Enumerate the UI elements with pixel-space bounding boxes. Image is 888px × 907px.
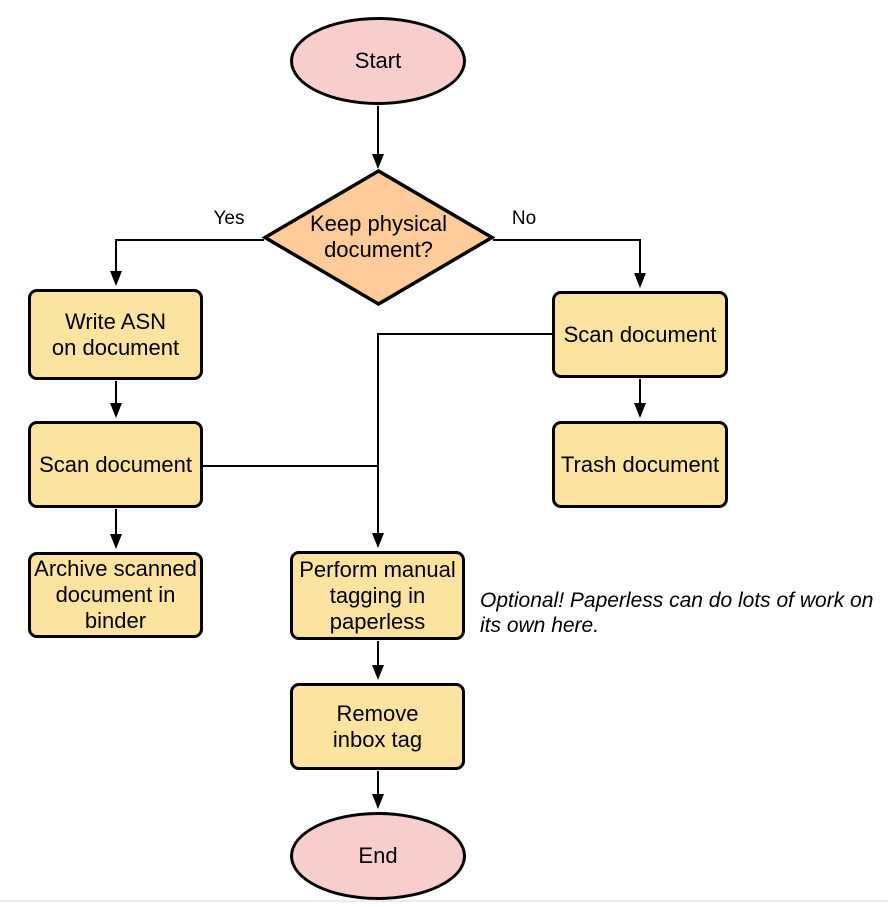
edge-scan-right-to-tagging — [372, 333, 553, 548]
node-archive-label: Archive scanned document in binder — [34, 556, 197, 633]
edge-label-yes: Yes — [213, 208, 245, 229]
node-start: Start — [290, 17, 466, 105]
node-write-asn-label: Write ASN on document — [51, 308, 180, 360]
optional-note: Optional! Paperless can do lots of work … — [480, 589, 874, 637]
page-bottom-divider — [0, 900, 888, 902]
node-write-asn: Write ASN on document — [28, 289, 203, 380]
decision-shape — [261, 168, 496, 307]
node-scan-right: Scan document — [552, 291, 728, 378]
node-trash: Trash document — [552, 421, 728, 508]
node-remove-inbox-label: Remove inbox tag — [332, 700, 423, 752]
node-archive: Archive scanned document in binder — [28, 552, 203, 638]
node-start-label: Start — [354, 48, 402, 73]
node-trash-label: Trash document — [560, 451, 720, 477]
node-scan-left-label: Scan document — [39, 451, 192, 477]
node-scan-right-label: Scan document — [563, 321, 717, 347]
node-end-label: End — [358, 843, 398, 868]
node-tagging-label: Perform manual tagging in paperless — [299, 556, 456, 634]
node-remove-inbox: Remove inbox tag — [290, 683, 465, 770]
edge-decision-yes-to-write-asn — [110, 239, 264, 286]
node-scan-left: Scan document — [28, 421, 203, 508]
node-tagging: Perform manual tagging in paperless — [290, 551, 465, 640]
edge-label-no: No — [511, 208, 537, 229]
node-decision-label: Keep physical document? — [310, 211, 447, 262]
edge-decision-no-to-scan-right — [493, 239, 646, 288]
node-end: End — [290, 812, 466, 900]
